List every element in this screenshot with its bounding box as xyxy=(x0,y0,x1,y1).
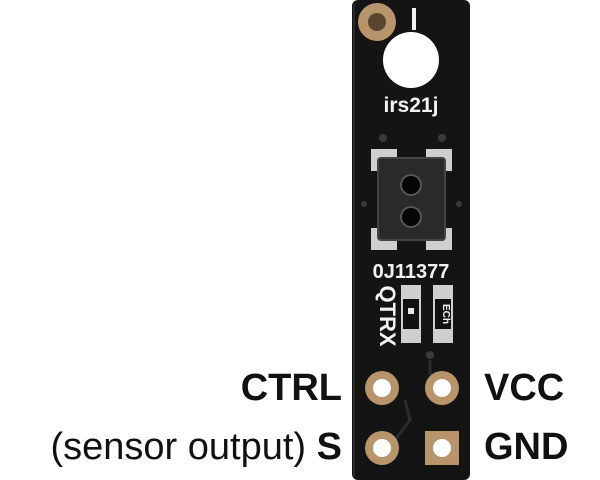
s-pin-label: (sensor output) S xyxy=(51,425,343,469)
gnd-pin-hole xyxy=(433,439,451,457)
via xyxy=(438,134,446,142)
silkscreen-model-label: QTRX xyxy=(375,285,400,346)
smd-resistor-body xyxy=(435,299,451,329)
vcc-pin-label: VCC xyxy=(484,367,565,409)
mounting-hole xyxy=(368,13,386,31)
ctrl-pin-label: CTRL xyxy=(240,367,342,409)
sensor-detector xyxy=(400,206,422,228)
s-pin-hole xyxy=(373,439,391,457)
vcc-pin-hole xyxy=(433,379,451,397)
via xyxy=(379,134,387,142)
ctrl-pin-hole xyxy=(373,379,391,397)
pin-one-marker xyxy=(412,8,416,30)
gnd-pin-label: GND xyxy=(484,426,569,468)
via xyxy=(361,201,367,207)
resistor-marking: ECh xyxy=(440,304,451,324)
pcb-trace xyxy=(393,360,432,441)
large-mounting-hole xyxy=(383,32,439,88)
silkscreen-top-label: irs21j xyxy=(384,94,439,117)
via xyxy=(456,201,462,207)
smd-resistor-mark xyxy=(408,308,414,314)
silkscreen-code-label: 0J11377 xyxy=(373,261,450,283)
sensor-emitter xyxy=(400,174,422,196)
s-pin-note: (sensor output) xyxy=(50,426,317,468)
s-pin-name: S xyxy=(316,426,342,468)
reflectance-sensor xyxy=(377,157,446,241)
via xyxy=(426,351,434,359)
